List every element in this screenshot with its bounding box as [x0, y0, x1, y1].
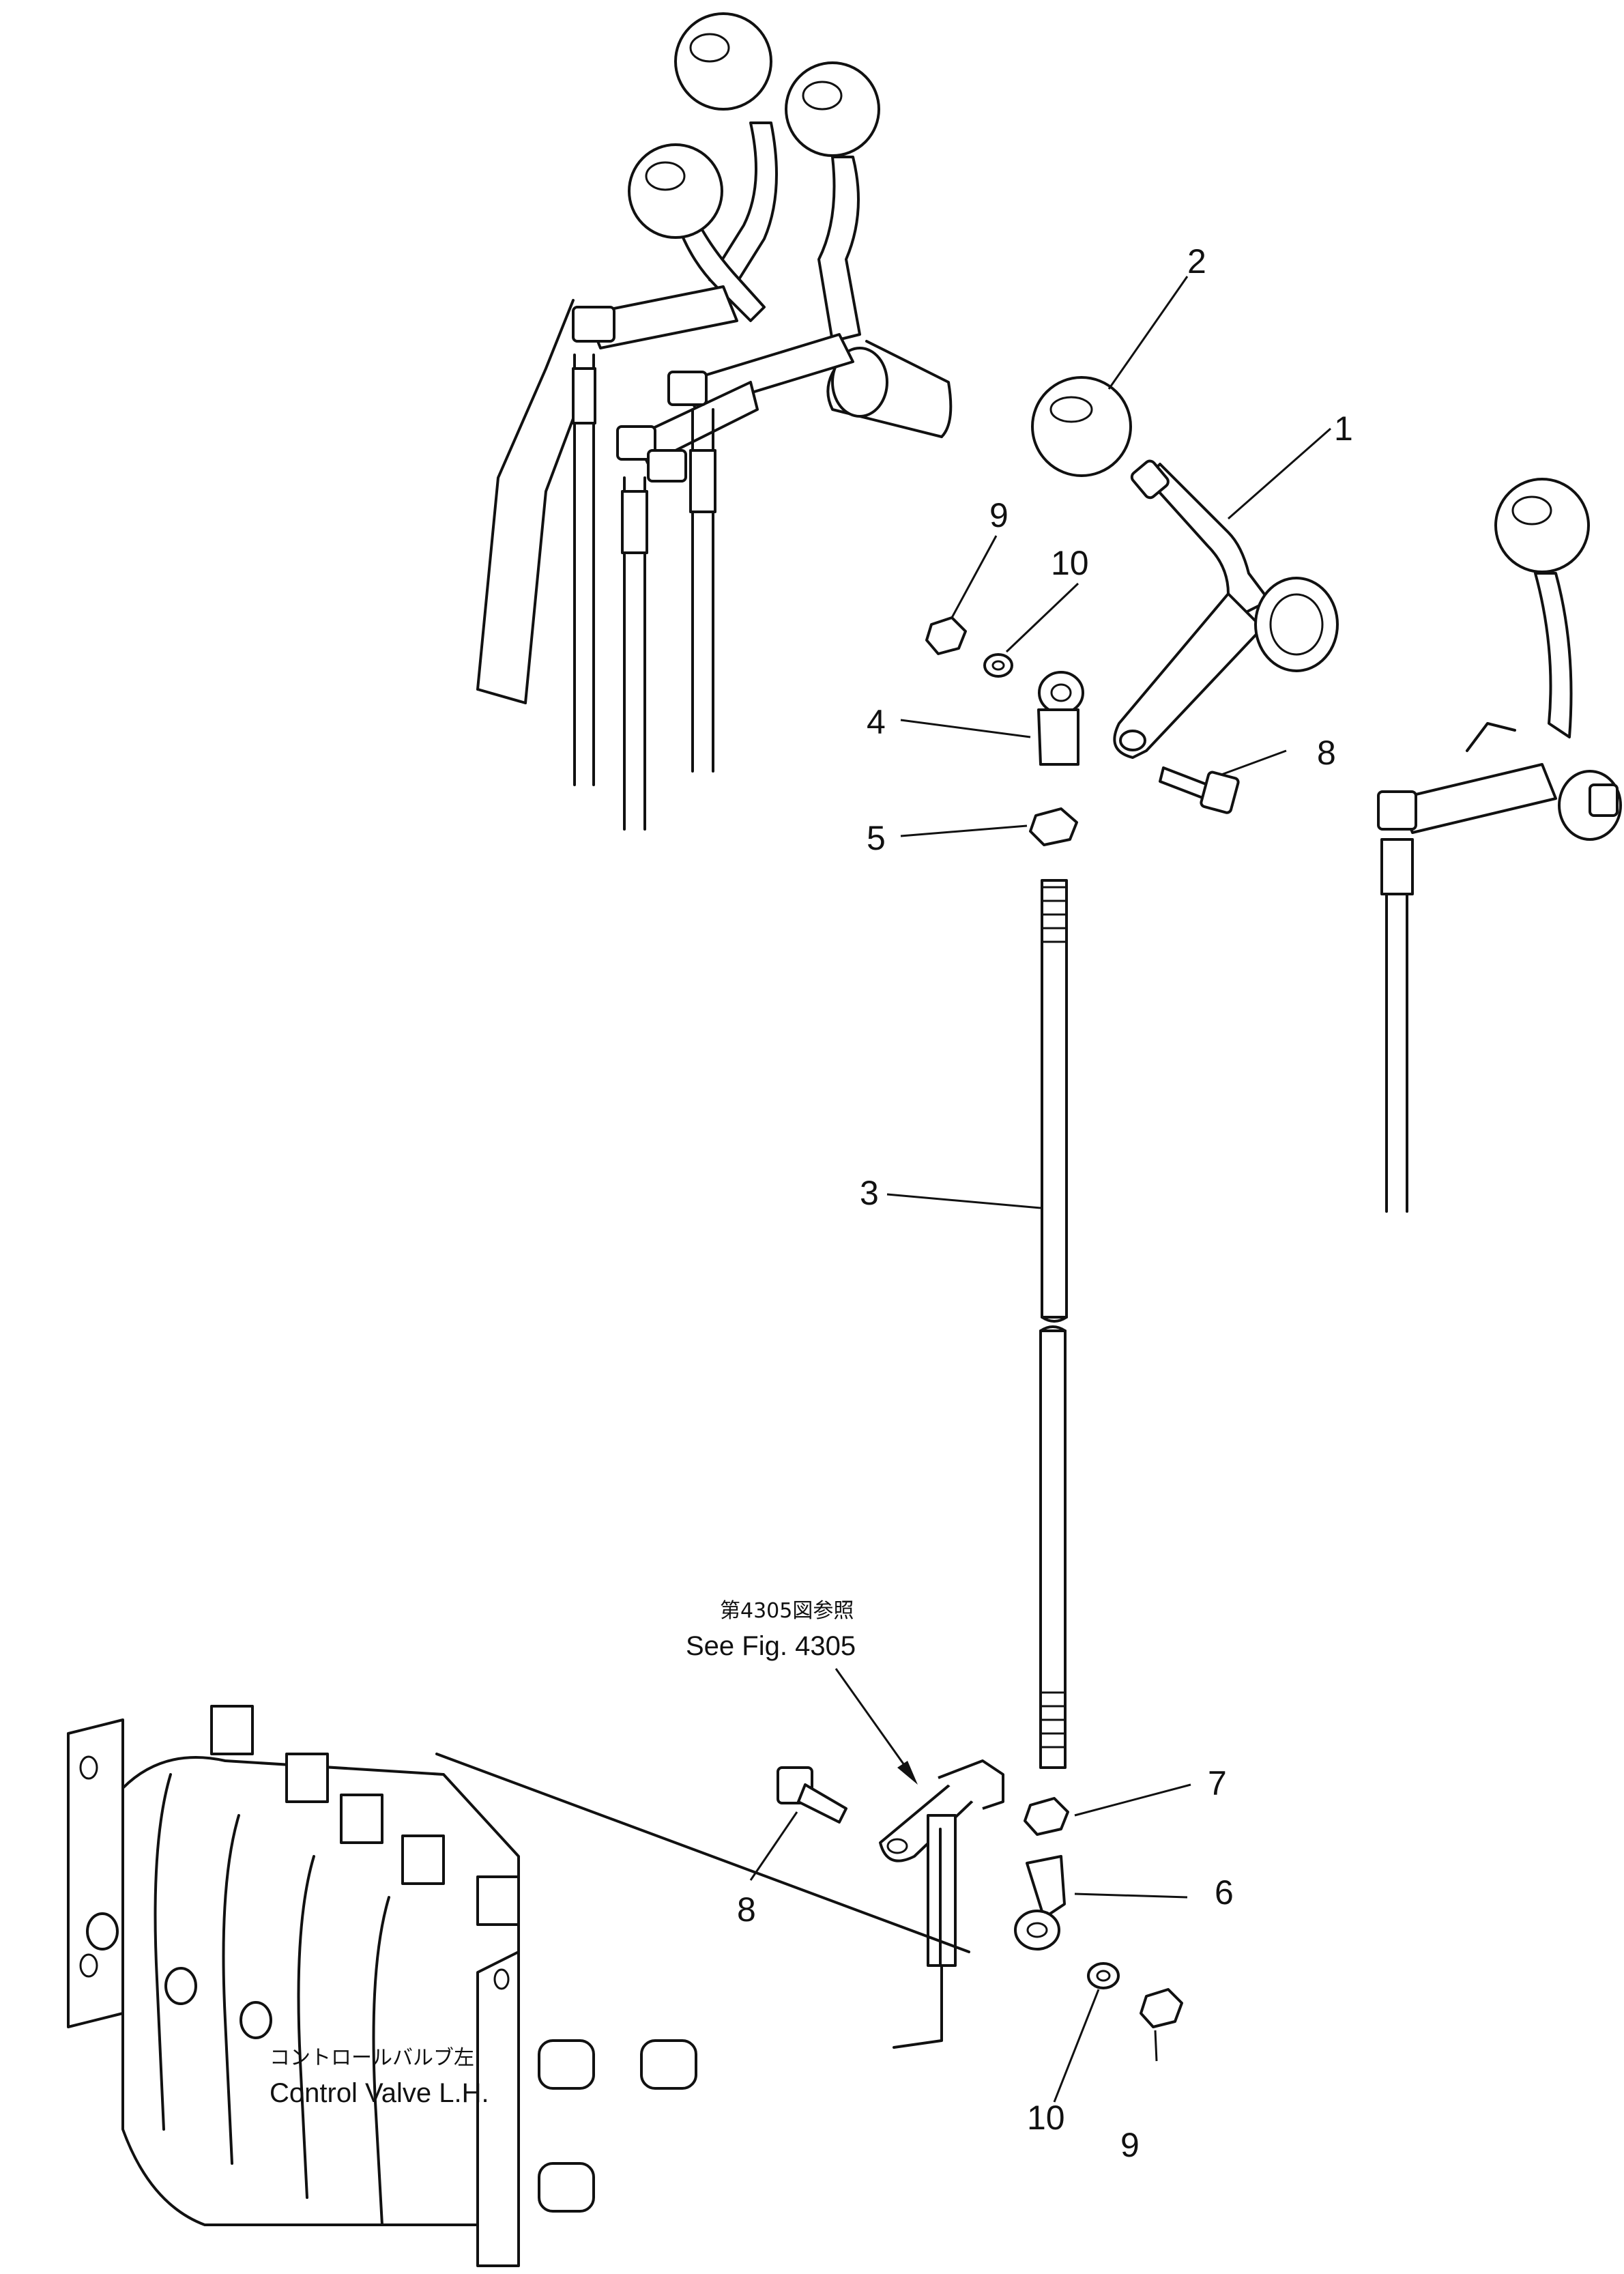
nut-part-9-bottom [1140, 1988, 1183, 2028]
rod-end-part-4 [1037, 671, 1084, 766]
callout-numbers: 1 2 3 4 5 6 7 8 8 9 9 10 10 [737, 242, 1353, 2164]
reference-note: 第4305図参照 See Fig. 4305 [686, 1599, 856, 1661]
lever-assembly-right [1377, 478, 1622, 1213]
nut-part-9-top [925, 616, 967, 655]
callout-10-bottom: 10 [1027, 2099, 1065, 2137]
callout-7: 7 [1208, 1764, 1227, 1802]
bolt-part-8-top [1159, 766, 1240, 814]
valve-link-line [435, 1753, 970, 2049]
leader-lines [749, 276, 1331, 2103]
nut-part-7 [1024, 1797, 1069, 1836]
lever-assembly-upper-left [476, 12, 953, 831]
callout-1: 1 [1334, 409, 1353, 448]
washer-part-10-top [983, 653, 1013, 678]
nut-part-5 [1029, 807, 1078, 846]
callout-9-bottom: 9 [1120, 2126, 1140, 2164]
control-valve-jp: コントロールバルブ左 [270, 2046, 474, 2070]
callout-4: 4 [867, 703, 886, 741]
callout-2: 2 [1187, 242, 1206, 280]
callout-10-top: 10 [1051, 544, 1089, 582]
rod-part-3 [1039, 879, 1068, 1769]
callout-6: 6 [1215, 1873, 1234, 1912]
callout-9-top: 9 [989, 496, 1009, 534]
bracket-assembly [879, 1759, 1004, 1967]
callout-8-top: 8 [1317, 734, 1336, 772]
lever-part-1 [1113, 459, 1339, 759]
bolt-part-8-bottom [777, 1766, 847, 1824]
washer-part-10-bottom [1087, 1962, 1120, 1989]
rod-end-part-6 [1014, 1855, 1066, 1951]
see-fig-en: See Fig. 4305 [686, 1631, 856, 1661]
see-fig-jp: 第4305図参照 [720, 1599, 854, 1623]
lever-knob-part-2 [1031, 376, 1132, 477]
callout-5: 5 [867, 819, 886, 857]
valve-label: コントロールバルブ左 Control Valve L.H. [270, 2046, 489, 2108]
callout-8-bottom: 8 [737, 1890, 756, 1929]
callout-3: 3 [860, 1174, 879, 1212]
control-valve-en: Control Valve L.H. [270, 2078, 489, 2108]
control-valve-lh [67, 1705, 697, 2267]
